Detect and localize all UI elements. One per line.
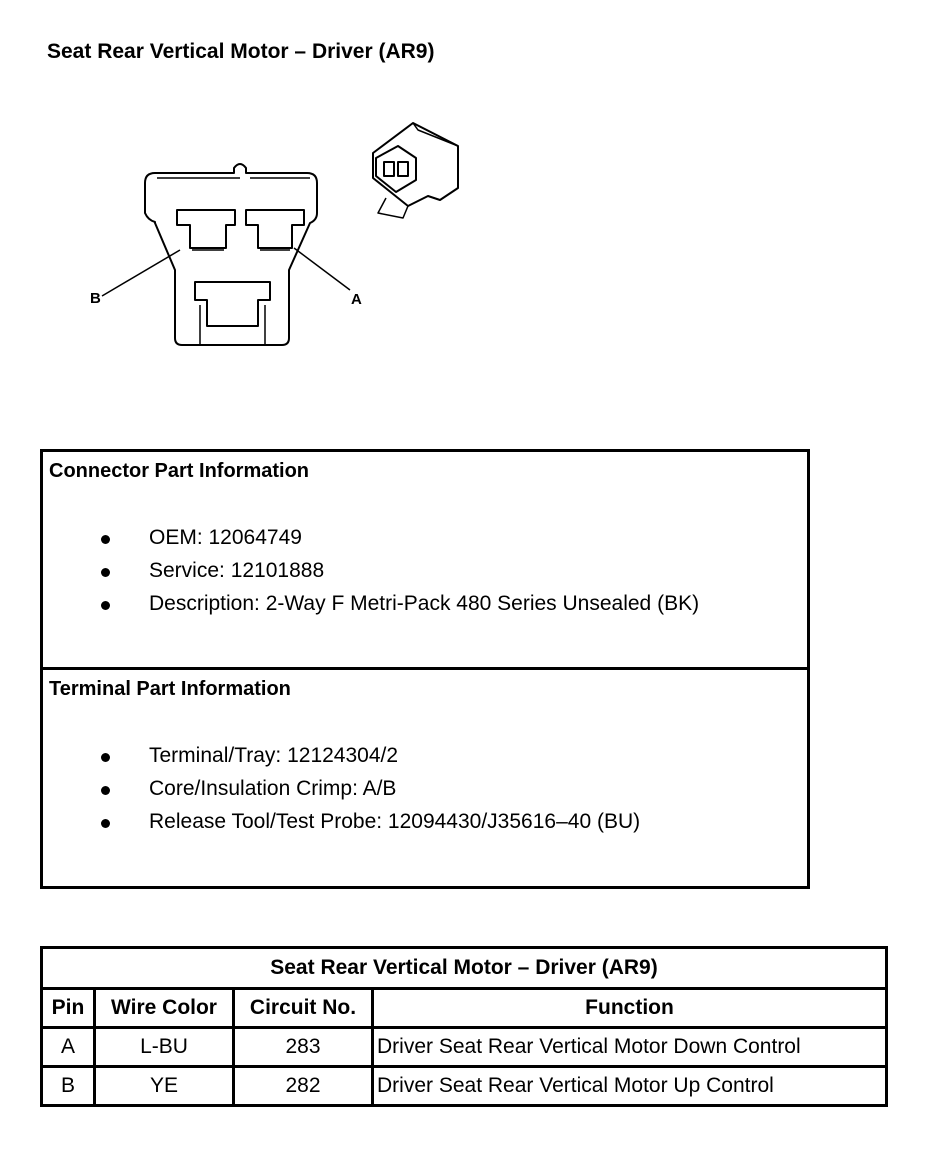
bullet-icon: [101, 535, 110, 544]
bullet-icon: [101, 601, 110, 610]
col-header-wire-color: Wire Color: [93, 987, 235, 1029]
terminal-cavity-a: [245, 209, 305, 249]
cell-pin: B: [40, 1065, 96, 1107]
connector-face-outline: [144, 163, 318, 346]
list-item: Core/Insulation Crimp: A/B: [43, 777, 640, 810]
page-title: Seat Rear Vertical Motor – Driver (AR9): [47, 40, 435, 63]
pin-table: Seat Rear Vertical Motor – Driver (AR9) …: [40, 946, 888, 1107]
cell-function: Driver Seat Rear Vertical Motor Up Contr…: [371, 1065, 888, 1107]
cell-pin: A: [40, 1026, 96, 1068]
cell-wire-color: YE: [93, 1065, 235, 1107]
table-title: Seat Rear Vertical Motor – Driver (AR9): [40, 946, 888, 990]
cell-wire-color: L-BU: [93, 1026, 235, 1068]
table-row: A L-BU 283 Driver Seat Rear Vertical Mot…: [40, 1026, 888, 1068]
bullet-icon: [101, 819, 110, 828]
list-item: Terminal/Tray: 12124304/2: [43, 744, 640, 777]
list-item: Description: 2-Way F Metri-Pack 480 Seri…: [43, 592, 699, 625]
connector-diagram: B A: [90, 122, 459, 346]
terminal-info-heading: Terminal Part Information: [49, 678, 291, 700]
list-item: Release Tool/Test Probe: 12094430/J35616…: [43, 810, 640, 843]
table-row: B YE 282 Driver Seat Rear Vertical Motor…: [40, 1065, 888, 1107]
cell-circuit: 283: [232, 1026, 374, 1068]
bullet-icon: [101, 786, 110, 795]
list-item: Service: 12101888: [43, 559, 699, 592]
col-header-function: Function: [371, 987, 888, 1029]
bullet-icon: [101, 568, 110, 577]
col-header-pin: Pin: [40, 987, 96, 1029]
pin-label-a: A: [351, 291, 362, 308]
cell-circuit: 282: [232, 1065, 374, 1107]
connector-part-information: Connector Part Information OEM: 12064749…: [40, 449, 810, 668]
list-item: OEM: 12064749: [43, 526, 699, 559]
pin-label-b: B: [90, 290, 101, 307]
connector-info-list: OEM: 12064749 Service: 12101888 Descript…: [43, 526, 699, 625]
connector-isometric-view: [372, 122, 459, 219]
table-header-row: Pin Wire Color Circuit No. Function: [40, 987, 888, 1029]
locking-tab: [194, 281, 271, 327]
cell-function: Driver Seat Rear Vertical Motor Down Con…: [371, 1026, 888, 1068]
table-title-row: Seat Rear Vertical Motor – Driver (AR9): [40, 946, 888, 990]
terminal-part-information: Terminal Part Information Terminal/Tray:…: [40, 667, 810, 889]
terminal-cavity-b: [176, 209, 236, 249]
connector-info-heading: Connector Part Information: [49, 460, 310, 482]
bullet-icon: [101, 753, 110, 762]
terminal-info-list: Terminal/Tray: 12124304/2 Core/Insulatio…: [43, 744, 640, 843]
col-header-circuit: Circuit No.: [232, 987, 374, 1029]
